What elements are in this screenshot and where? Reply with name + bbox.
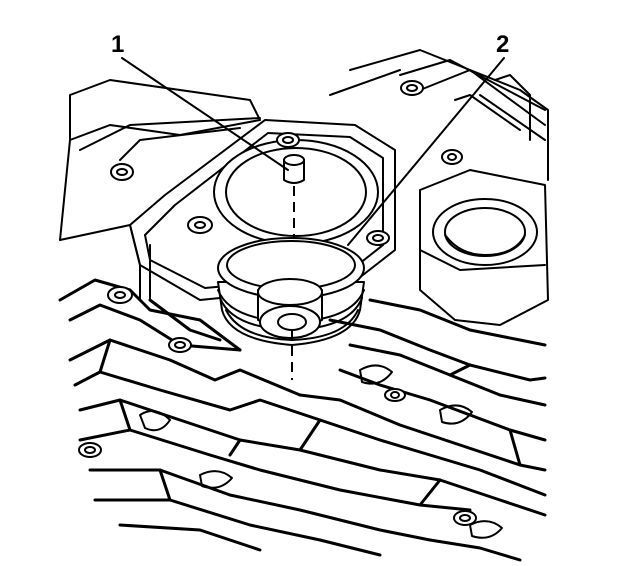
callout-1: 1	[111, 31, 125, 58]
callout-2: 2	[496, 31, 510, 58]
leader-line-2	[347, 57, 505, 246]
upper-housing	[59, 49, 549, 241]
leader-line-1	[121, 57, 289, 171]
accumulator-pin	[283, 159, 305, 184]
valve-body-channels	[58, 278, 547, 562]
left-wall	[59, 224, 151, 301]
right-boss	[419, 169, 549, 326]
accumulator-piston-assembly	[217, 237, 365, 380]
